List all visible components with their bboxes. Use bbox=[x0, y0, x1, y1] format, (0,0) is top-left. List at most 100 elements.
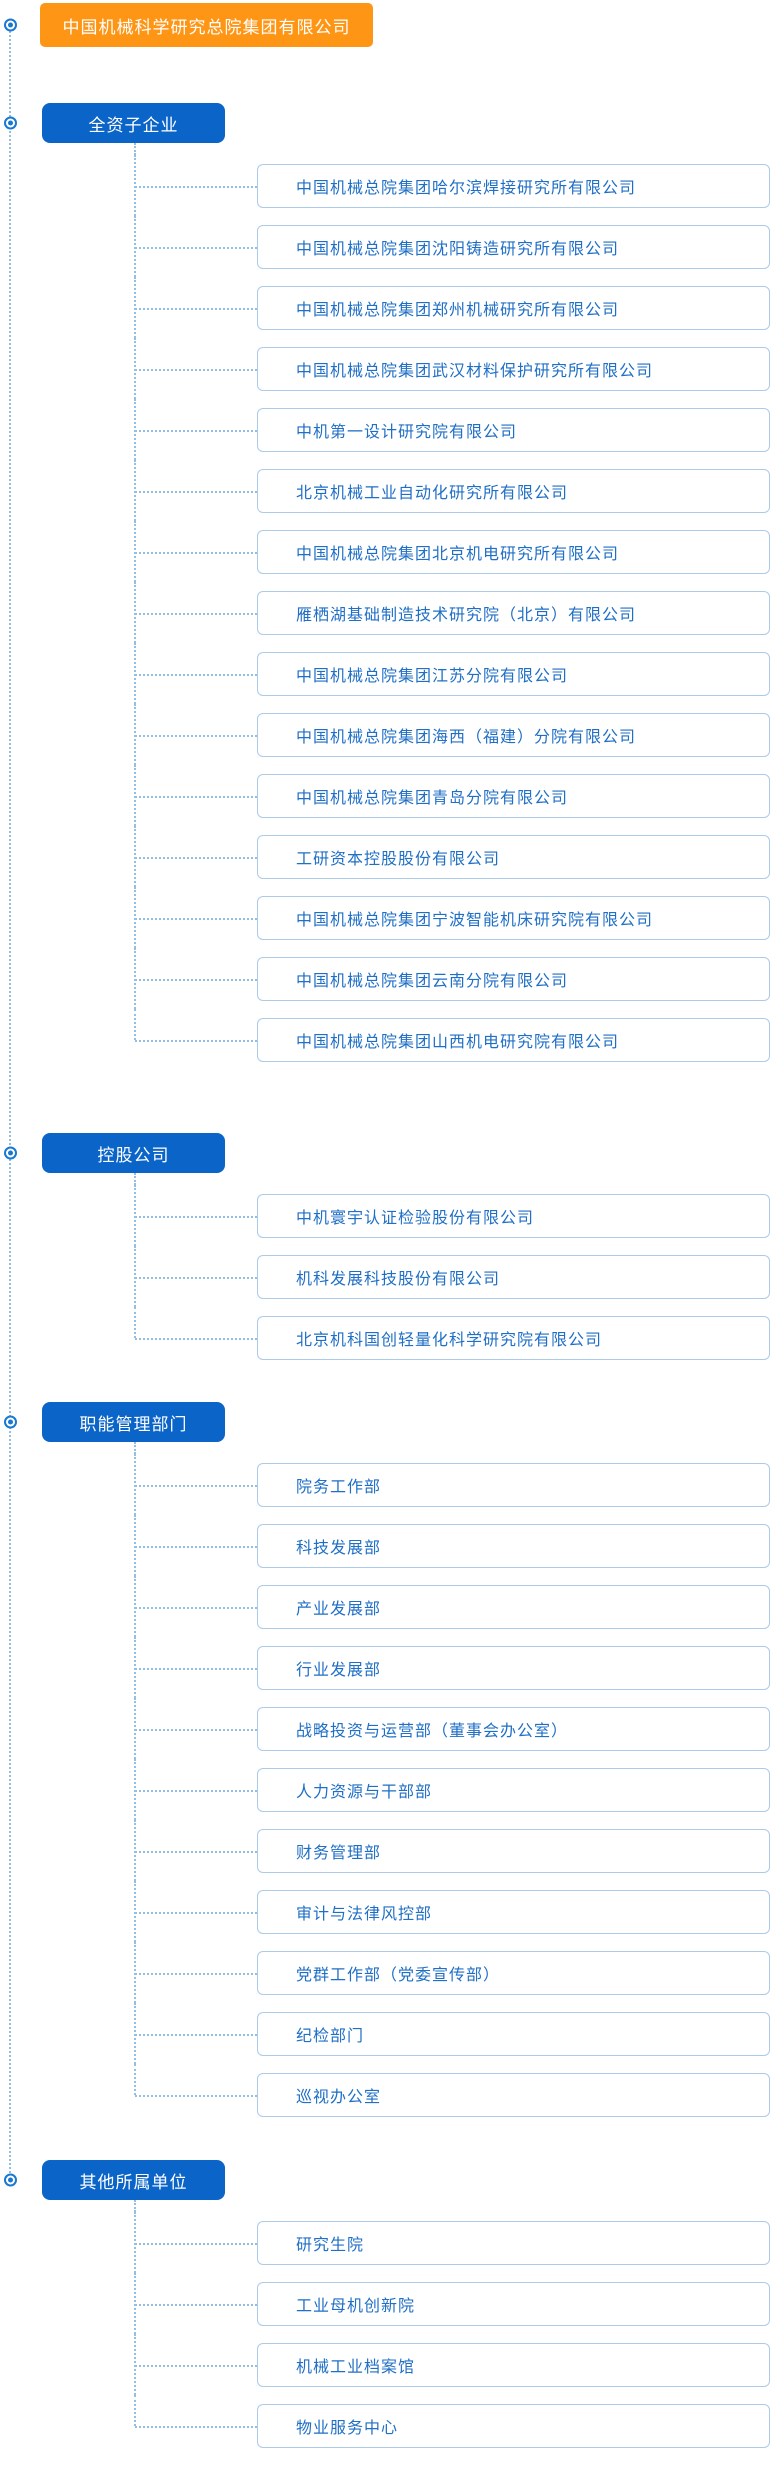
category-label: 全资子企业 bbox=[88, 115, 179, 135]
org-unit-row: 审计与法律风控部 bbox=[134, 1881, 779, 1942]
org-unit-row: 研究生院 bbox=[134, 2212, 779, 2273]
org-unit-item[interactable]: 行业发展部 bbox=[257, 1645, 770, 1690]
branch-wholly-owned: 全资子企业 中国机械总院集团哈尔滨焊接研究所有限公司 中国机械总院集团沈阳铸造研… bbox=[0, 103, 779, 1070]
org-unit-label: 中国机械总院集团武汉材料保护研究所有限公司 bbox=[296, 362, 654, 380]
category-node-management-departments[interactable]: 职能管理部门 bbox=[42, 1402, 225, 1442]
category-node-other-units[interactable]: 其他所属单位 bbox=[42, 2160, 225, 2200]
children-list: 中机寰宇认证检验股份有限公司 机科发展科技股份有限公司 北京机科国创轻量化科学研… bbox=[0, 1173, 779, 1368]
org-unit-item[interactable]: 中国机械总院集团郑州机械研究所有限公司 bbox=[257, 285, 770, 330]
org-unit-label: 北京机械工业自动化研究所有限公司 bbox=[296, 484, 569, 502]
org-unit-item[interactable]: 纪检部门 bbox=[257, 2011, 770, 2056]
org-unit-item[interactable]: 科技发展部 bbox=[257, 1523, 770, 1568]
org-unit-label: 人力资源与干部部 bbox=[296, 1783, 433, 1801]
main-connector-line bbox=[9, 28, 11, 2180]
org-unit-label: 巡视办公室 bbox=[296, 2088, 382, 2106]
org-unit-item[interactable]: 中国机械总院集团北京机电研究所有限公司 bbox=[257, 529, 770, 574]
org-unit-row: 雁栖湖基础制造技术研究院（北京）有限公司 bbox=[134, 582, 779, 643]
org-unit-item[interactable]: 中国机械总院集团青岛分院有限公司 bbox=[257, 773, 770, 818]
org-unit-item[interactable]: 北京机械工业自动化研究所有限公司 bbox=[257, 468, 770, 513]
org-unit-row: 中国机械总院集团宁波智能机床研究院有限公司 bbox=[134, 887, 779, 948]
org-unit-label: 中国机械总院集团郑州机械研究所有限公司 bbox=[296, 301, 620, 319]
org-unit-label: 物业服务中心 bbox=[296, 2419, 399, 2437]
org-unit-item[interactable]: 中国机械总院集团武汉材料保护研究所有限公司 bbox=[257, 346, 770, 391]
org-unit-label: 财务管理部 bbox=[296, 1844, 382, 1862]
org-unit-label: 中国机械总院集团宁波智能机床研究院有限公司 bbox=[296, 911, 654, 929]
org-unit-row: 中国机械总院集团江苏分院有限公司 bbox=[134, 643, 779, 704]
org-unit-row: 中国机械总院集团沈阳铸造研究所有限公司 bbox=[134, 216, 779, 277]
org-unit-label: 雁栖湖基础制造技术研究院（北京）有限公司 bbox=[296, 606, 637, 624]
bullseye-circle-icon bbox=[4, 2173, 17, 2187]
org-unit-item[interactable]: 中机第一设计研究院有限公司 bbox=[257, 407, 770, 452]
category-label: 控股公司 bbox=[97, 1145, 170, 1165]
org-unit-label: 机械工业档案馆 bbox=[296, 2358, 416, 2376]
children-list: 研究生院 工业母机创新院 机械工业档案馆 物业服务中心 bbox=[0, 2200, 779, 2456]
org-unit-label: 纪检部门 bbox=[296, 2027, 365, 2045]
org-unit-item[interactable]: 中国机械总院集团哈尔滨焊接研究所有限公司 bbox=[257, 163, 770, 208]
bullseye-circle-icon bbox=[4, 1415, 17, 1429]
org-unit-item[interactable]: 战略投资与运营部（董事会办公室） bbox=[257, 1706, 770, 1751]
org-unit-label: 党群工作部（党委宣传部） bbox=[296, 1966, 501, 1984]
org-unit-item[interactable]: 产业发展部 bbox=[257, 1584, 770, 1629]
org-unit-row: 院务工作部 bbox=[134, 1454, 779, 1515]
org-unit-item[interactable]: 中国机械总院集团沈阳铸造研究所有限公司 bbox=[257, 224, 770, 269]
org-unit-label: 工研资本控股股份有限公司 bbox=[296, 850, 501, 868]
org-unit-row: 人力资源与干部部 bbox=[134, 1759, 779, 1820]
org-unit-item[interactable]: 巡视办公室 bbox=[257, 2072, 770, 2117]
org-unit-item[interactable]: 党群工作部（党委宣传部） bbox=[257, 1950, 770, 1995]
org-unit-row: 中国机械总院集团青岛分院有限公司 bbox=[134, 765, 779, 826]
org-unit-item[interactable]: 工研资本控股股份有限公司 bbox=[257, 834, 770, 879]
org-unit-item[interactable]: 人力资源与干部部 bbox=[257, 1767, 770, 1812]
org-unit-row: 中国机械总院集团哈尔滨焊接研究所有限公司 bbox=[134, 155, 779, 216]
org-unit-row: 物业服务中心 bbox=[134, 2395, 779, 2456]
org-unit-label: 工业母机创新院 bbox=[296, 2297, 416, 2315]
category-label: 其他所属单位 bbox=[79, 2172, 188, 2192]
org-unit-label: 中机寰宇认证检验股份有限公司 bbox=[296, 1209, 535, 1227]
org-unit-label: 中国机械总院集团哈尔滨焊接研究所有限公司 bbox=[296, 179, 637, 197]
org-unit-item[interactable]: 工业母机创新院 bbox=[257, 2281, 770, 2326]
org-unit-row: 纪检部门 bbox=[134, 2003, 779, 2064]
org-unit-item[interactable]: 中国机械总院集团宁波智能机床研究院有限公司 bbox=[257, 895, 770, 940]
org-unit-row: 党群工作部（党委宣传部） bbox=[134, 1942, 779, 2003]
org-unit-row: 中国机械总院集团武汉材料保护研究所有限公司 bbox=[134, 338, 779, 399]
org-unit-row: 财务管理部 bbox=[134, 1820, 779, 1881]
org-unit-row: 中国机械总院集团北京机电研究所有限公司 bbox=[134, 521, 779, 582]
category-label: 职能管理部门 bbox=[79, 1414, 188, 1434]
org-unit-row: 产业发展部 bbox=[134, 1576, 779, 1637]
org-unit-item[interactable]: 中国机械总院集团江苏分院有限公司 bbox=[257, 651, 770, 696]
children-list: 院务工作部 科技发展部 产业发展部 行业发展部 战略投资与运营部（董事会办公室）… bbox=[0, 1442, 779, 2125]
org-unit-row: 中国机械总院集团山西机电研究院有限公司 bbox=[134, 1009, 779, 1070]
org-unit-label: 机科发展科技股份有限公司 bbox=[296, 1270, 501, 1288]
org-unit-item[interactable]: 物业服务中心 bbox=[257, 2403, 770, 2448]
org-unit-label: 中国机械总院集团云南分院有限公司 bbox=[296, 972, 569, 990]
org-unit-item[interactable]: 雁栖湖基础制造技术研究院（北京）有限公司 bbox=[257, 590, 770, 635]
org-unit-label: 中机第一设计研究院有限公司 bbox=[296, 423, 518, 441]
org-unit-row: 北京机械工业自动化研究所有限公司 bbox=[134, 460, 779, 521]
org-unit-item[interactable]: 财务管理部 bbox=[257, 1828, 770, 1873]
org-unit-item[interactable]: 审计与法律风控部 bbox=[257, 1889, 770, 1934]
org-unit-label: 院务工作部 bbox=[296, 1478, 382, 1496]
org-unit-item[interactable]: 研究生院 bbox=[257, 2220, 770, 2265]
org-unit-label: 中国机械总院集团山西机电研究院有限公司 bbox=[296, 1033, 620, 1051]
org-unit-label: 产业发展部 bbox=[296, 1600, 382, 1618]
root-node-row: 中国机械科学研究总院集团有限公司 bbox=[0, 3, 779, 47]
bullseye-circle-icon bbox=[4, 1146, 17, 1160]
org-unit-row: 机械工业档案馆 bbox=[134, 2334, 779, 2395]
root-node-label: 中国机械科学研究总院集团有限公司 bbox=[62, 17, 351, 37]
org-unit-item[interactable]: 机械工业档案馆 bbox=[257, 2342, 770, 2387]
org-unit-row: 中国机械总院集团郑州机械研究所有限公司 bbox=[134, 277, 779, 338]
org-unit-item[interactable]: 中国机械总院集团海西（福建）分院有限公司 bbox=[257, 712, 770, 757]
org-unit-item[interactable]: 北京机科国创轻量化科学研究院有限公司 bbox=[257, 1315, 770, 1360]
org-unit-item[interactable]: 院务工作部 bbox=[257, 1462, 770, 1507]
category-row: 全资子企业 bbox=[0, 103, 779, 143]
org-unit-row: 工研资本控股股份有限公司 bbox=[134, 826, 779, 887]
branch-management-departments: 职能管理部门 院务工作部 科技发展部 产业发展部 行业发展部 战略投资与运营部（… bbox=[0, 1402, 779, 2125]
category-node-holding-companies[interactable]: 控股公司 bbox=[42, 1133, 225, 1173]
org-unit-item[interactable]: 中国机械总院集团云南分院有限公司 bbox=[257, 956, 770, 1001]
org-unit-item[interactable]: 中国机械总院集团山西机电研究院有限公司 bbox=[257, 1017, 770, 1062]
category-row: 其他所属单位 bbox=[0, 2160, 779, 2200]
org-unit-item[interactable]: 中机寰宇认证检验股份有限公司 bbox=[257, 1193, 770, 1238]
org-unit-label: 研究生院 bbox=[296, 2236, 365, 2254]
category-node-wholly-owned-subsidiaries[interactable]: 全资子企业 bbox=[42, 103, 225, 143]
org-unit-item[interactable]: 机科发展科技股份有限公司 bbox=[257, 1254, 770, 1299]
